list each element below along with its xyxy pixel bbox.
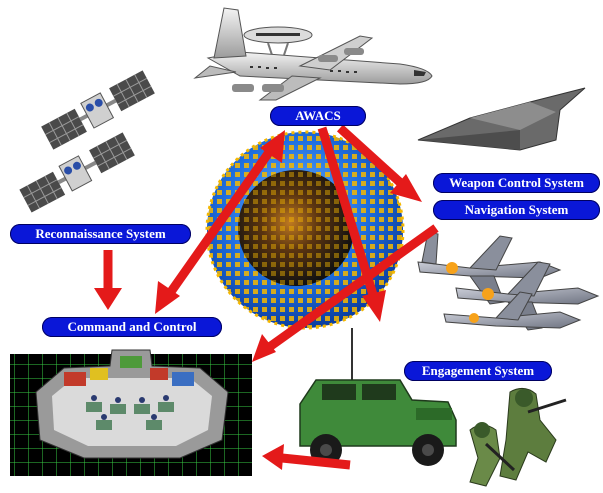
- engagement-system-label: Engagement System: [404, 361, 552, 381]
- arrow-awacs-to-command: [155, 130, 285, 314]
- arrow-awacs-to-engagement: [317, 126, 386, 322]
- stealth-aircraft-icon: [417, 87, 586, 151]
- humvee-icon: [299, 328, 457, 466]
- command-center-icon: [10, 349, 252, 476]
- weapon-control-system-label: Weapon Control System: [433, 173, 600, 193]
- awacs-aircraft-icon: [193, 7, 433, 101]
- arrow-recon-to-command: [94, 250, 122, 310]
- arrow-navigation-to-command-center: [252, 224, 439, 362]
- soldiers-icon: [469, 388, 567, 487]
- arrow-engagement-to-command-center: [262, 444, 351, 470]
- awacs-label: AWACS: [270, 106, 366, 126]
- navigation-system-label: Navigation System: [433, 200, 600, 220]
- reconnaissance-system-label: Reconnaissance System: [10, 224, 191, 244]
- globe-icon: [205, 130, 405, 330]
- arrow-awacs-to-weapon: [336, 124, 422, 202]
- command-and-control-label: Command and Control: [42, 317, 222, 337]
- satellite-icon: [19, 70, 155, 213]
- fighter-jets-icon: [417, 231, 600, 331]
- flow-arrows: [94, 124, 439, 470]
